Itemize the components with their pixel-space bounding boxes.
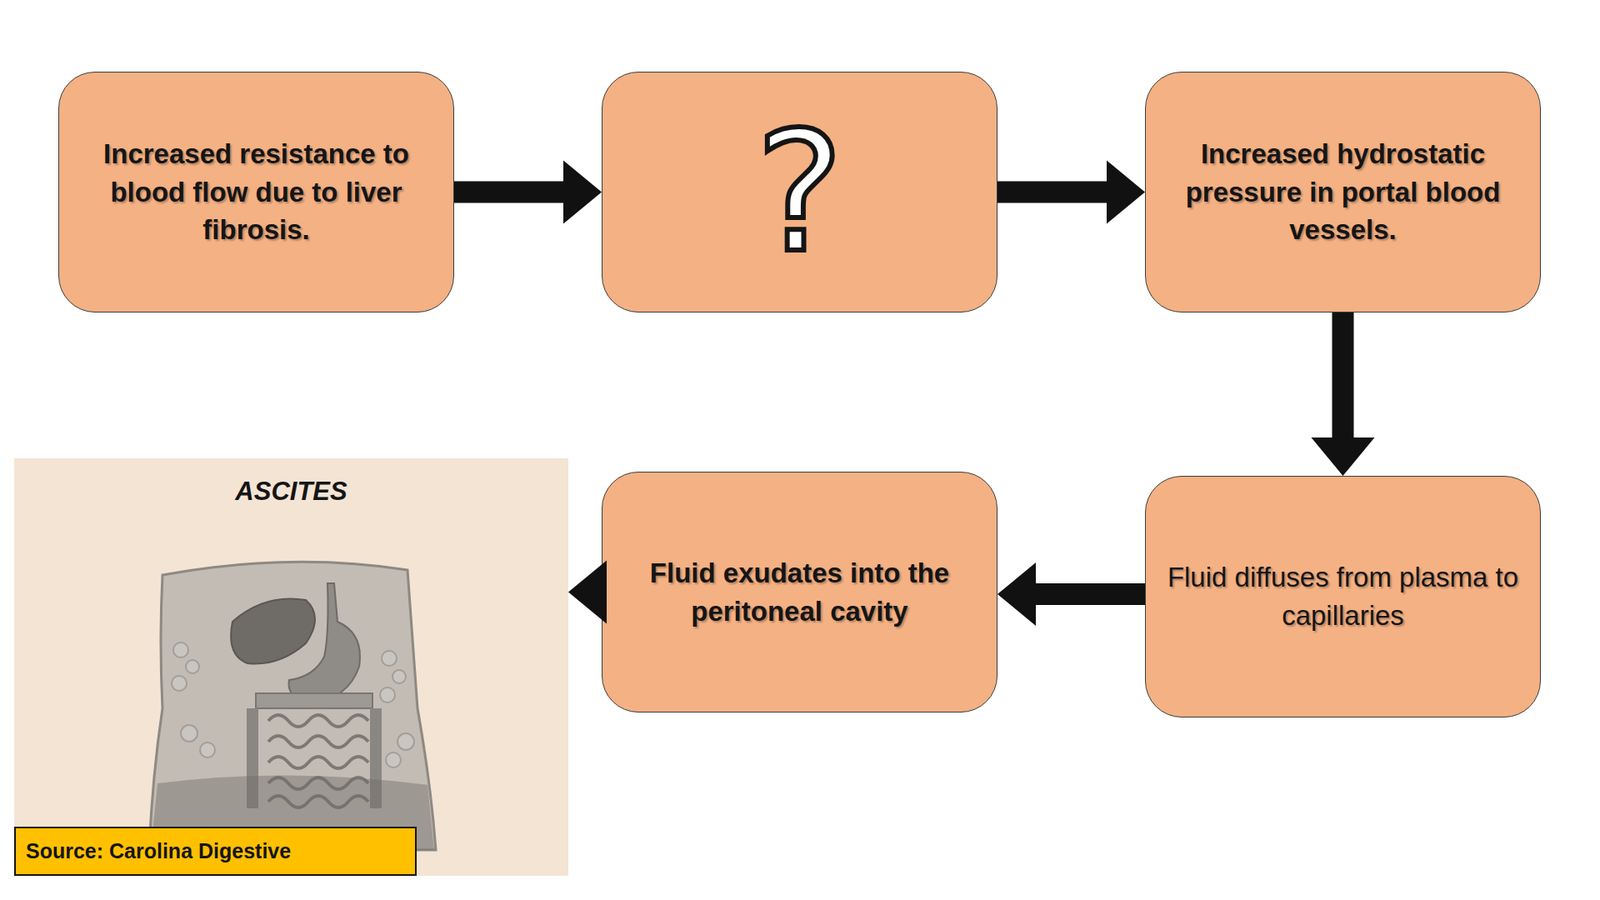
source-box: Source: Carolina Digestive	[14, 826, 417, 876]
process-box: Increased resistance to blood flow due t…	[58, 71, 455, 313]
arrow-shaft	[1332, 312, 1355, 438]
flow-arrow	[1311, 312, 1375, 476]
flow-arrow	[997, 562, 1145, 626]
node-text: Increased resistance to blood flow due t…	[75, 135, 437, 250]
arrow-shaft	[601, 581, 607, 604]
arrow-head	[997, 562, 1036, 626]
flow-arrow	[568, 560, 607, 625]
arrow-head	[568, 560, 607, 625]
node-text: Increased hydrostatic pressure in portal…	[1162, 135, 1524, 250]
node-text: Fluid exudates into the peritoneal cavit…	[619, 554, 980, 630]
node-text: ASCITES	[235, 476, 347, 507]
process-box: Increased hydrostatic pressure in portal…	[1145, 71, 1541, 313]
process-box: Fluid exudates into the peritoneal cavit…	[601, 471, 998, 713]
node-text: Source: Carolina Digestive	[25, 839, 291, 864]
flow-arrow	[997, 160, 1145, 225]
illustration-panel: ASCITES Source: Carolina Digestive	[14, 458, 569, 876]
node-text: Fluid diffuses from plasma to capillarie…	[1162, 558, 1524, 635]
arrow-shaft	[997, 181, 1107, 204]
flow-arrow	[454, 160, 602, 225]
arrow-shaft	[454, 181, 564, 204]
arrow-head	[563, 160, 602, 225]
unknown-step-box: ?	[601, 71, 998, 313]
arrow-shaft	[1035, 583, 1145, 605]
process-box: Fluid diffuses from plasma to capillarie…	[1145, 475, 1541, 718]
arrow-head	[1106, 160, 1145, 225]
arrow-head	[1311, 437, 1375, 476]
node-text: ?	[755, 109, 844, 276]
